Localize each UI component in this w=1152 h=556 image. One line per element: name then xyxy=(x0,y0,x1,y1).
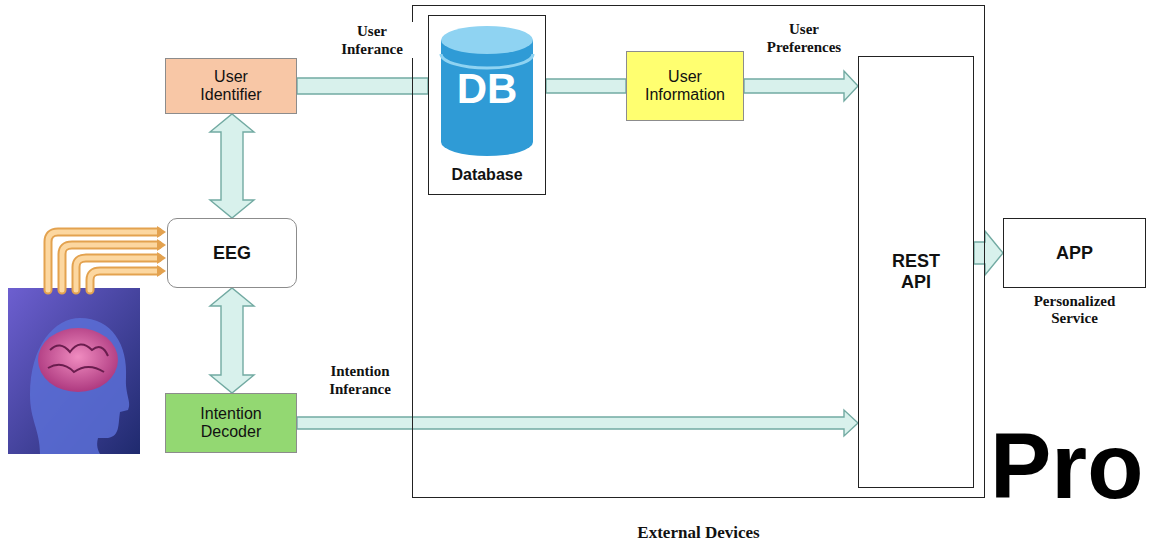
signal-arrows xyxy=(48,226,166,290)
edge-label: User Preferences xyxy=(752,20,856,56)
edge-label: Intention Inferance xyxy=(308,362,412,398)
cylinder-band xyxy=(441,54,533,68)
signal-box: EEG xyxy=(167,218,297,288)
node-caption: Personalized Service xyxy=(1018,293,1131,328)
picture-ground xyxy=(8,288,140,454)
node-label: APP xyxy=(1056,243,1093,264)
process-box: Intention Decoder xyxy=(165,393,297,453)
block-arrow xyxy=(546,79,626,93)
brain-shape xyxy=(38,328,118,392)
api-box: REST API xyxy=(858,56,974,488)
block-arrow xyxy=(974,231,1003,275)
process-box: User Information xyxy=(626,51,744,121)
watermark: Pro xyxy=(990,420,1143,512)
block-arrow xyxy=(210,288,254,393)
node-label: Intention Decoder xyxy=(185,405,277,442)
device-group: DBDatabaseUser InformationREST APIExtern… xyxy=(412,5,985,498)
cylinder-top xyxy=(441,26,533,54)
process-box: User Identifier xyxy=(165,58,297,114)
node-label: DB xyxy=(429,68,545,110)
block-arrow xyxy=(744,71,858,101)
block-arrow xyxy=(297,410,858,436)
node-caption: Database xyxy=(429,166,545,184)
node-label: EEG xyxy=(213,243,251,264)
brain-folds xyxy=(48,344,108,372)
node-label: REST API xyxy=(885,251,947,292)
node-label: User Information xyxy=(637,68,733,105)
block-arrow xyxy=(297,78,428,94)
app-box: APPPersonalized Service xyxy=(1003,218,1146,288)
head-silhouette xyxy=(30,318,129,454)
node-label: User Identifier xyxy=(185,68,277,105)
brain-picture xyxy=(8,288,140,454)
edge-label: User Inferance xyxy=(328,22,416,58)
block-arrow xyxy=(210,114,254,218)
database-box: DB Database xyxy=(428,15,546,195)
node-label: External Devices xyxy=(413,523,984,543)
